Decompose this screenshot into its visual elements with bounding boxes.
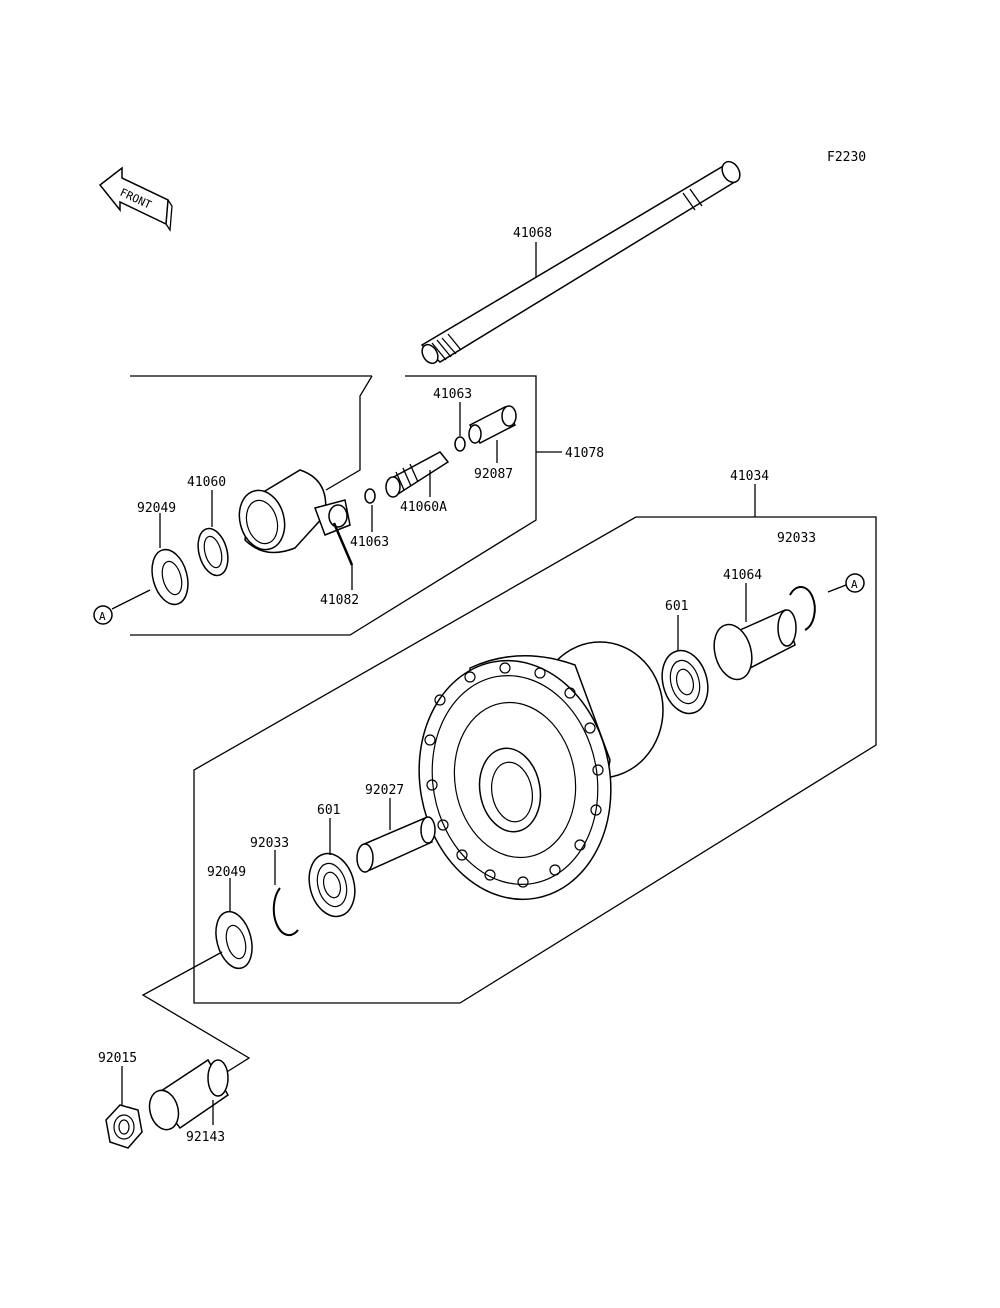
- label-bushing: 92087: [474, 467, 513, 482]
- gear-housing-part: [238, 469, 351, 554]
- label-pin: 41082: [320, 593, 359, 608]
- label-bearing-left: 601: [317, 803, 340, 818]
- label-collar-left: 92143: [186, 1130, 225, 1145]
- lower-bracket: [141, 951, 251, 1076]
- collar-right-part: [713, 608, 797, 681]
- label-gear: 41060A: [400, 500, 447, 515]
- label-nut: 92015: [98, 1051, 137, 1066]
- spacer-part: [356, 816, 436, 873]
- label-washer-upper: 41063: [433, 387, 472, 402]
- label-gear-housing-assy: 41078: [565, 446, 604, 461]
- collar-left-part: [148, 1058, 229, 1131]
- ref-a-left-icon: [93, 605, 113, 625]
- label-axle: 41068: [513, 226, 552, 241]
- label-washer-lower: 41063: [350, 535, 389, 550]
- pin-part: [332, 522, 354, 566]
- bearing-left-part: [308, 852, 356, 918]
- nut-part: [105, 1104, 143, 1149]
- label-seal-left: 92049: [207, 865, 246, 880]
- bearing-right-part: [661, 649, 709, 715]
- gear-ring-part: [197, 527, 229, 577]
- circlip-left-part: [272, 887, 299, 937]
- gear-part: [385, 451, 450, 498]
- ref-a-left-label: A: [99, 610, 106, 623]
- seal-left-part: [215, 910, 253, 970]
- axle-part: [420, 160, 741, 365]
- wheel-hub-part: [418, 641, 664, 901]
- bushing-part: [468, 405, 517, 444]
- washer-lower-part: [364, 488, 376, 504]
- label-circlip-left: 92033: [250, 836, 289, 851]
- diagram-code: F2230: [827, 150, 866, 165]
- label-circlip-right: 92033: [777, 531, 816, 546]
- washer-upper-part: [454, 436, 466, 452]
- label-wheel-assy: 41034: [730, 469, 769, 484]
- label-bearing-right: 601: [665, 599, 688, 614]
- wheel-assy-bracket: [193, 516, 877, 1004]
- label-gear-housing: 41060: [187, 475, 226, 490]
- label-spacer: 92027: [365, 783, 404, 798]
- label-collar-right: 41064: [723, 568, 762, 583]
- front-arrow-icon: FRONT: [98, 166, 173, 232]
- ref-a-right-icon: [845, 573, 865, 593]
- seal-upper-part: [151, 548, 189, 606]
- circlip-right-part: [789, 586, 816, 631]
- label-seal-upper: 92049: [137, 501, 176, 516]
- ref-a-right-label: A: [851, 578, 858, 591]
